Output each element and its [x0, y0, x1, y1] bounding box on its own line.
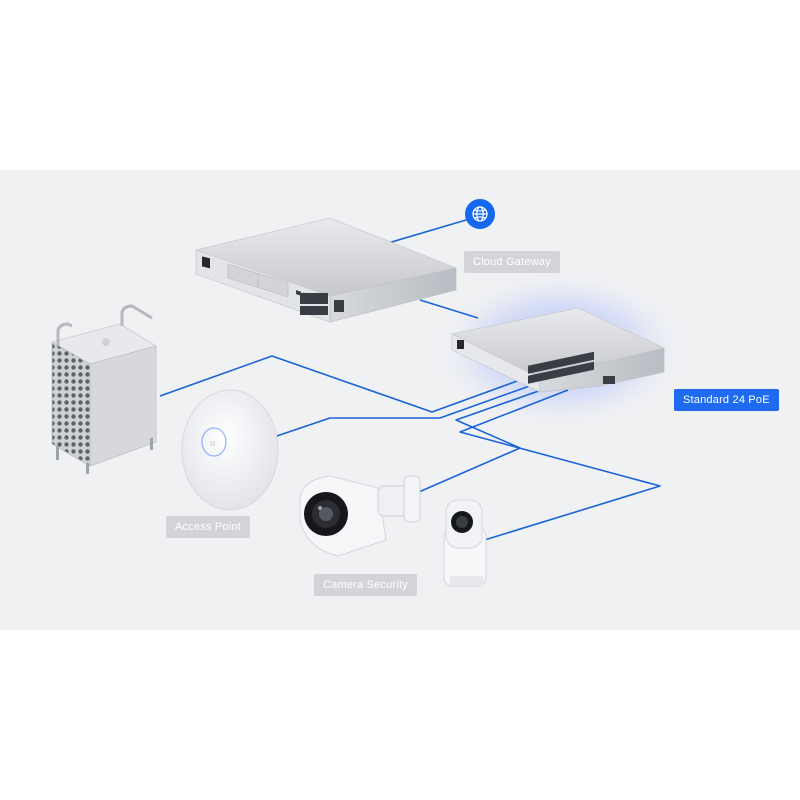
switch-device [450, 307, 666, 393]
switch-display [457, 340, 464, 349]
workstation-device [50, 304, 157, 474]
cable-switch-ap [264, 383, 536, 441]
svg-text:u: u [210, 438, 215, 448]
access-point-device: u [181, 389, 279, 511]
globe-icon [472, 206, 488, 222]
dome-camera-device [443, 499, 487, 587]
switch-ports [528, 351, 615, 384]
switch-label: Standard 24 PoE [674, 389, 779, 411]
cable-switch-dome [459, 389, 661, 543]
internet-node [465, 199, 495, 229]
cloud-gateway-label: Cloud Gateway [464, 251, 560, 273]
cable-gateway-switch [419, 299, 479, 319]
access-point-label: Access Point [166, 516, 250, 538]
cable-switch-camera [411, 386, 551, 496]
bullet-camera-device [299, 475, 421, 557]
cloud-gateway-device [194, 217, 458, 323]
cable-switch-server [159, 355, 521, 413]
camera-security-label: Camera Security [314, 574, 417, 596]
gateway-ports [300, 293, 344, 315]
